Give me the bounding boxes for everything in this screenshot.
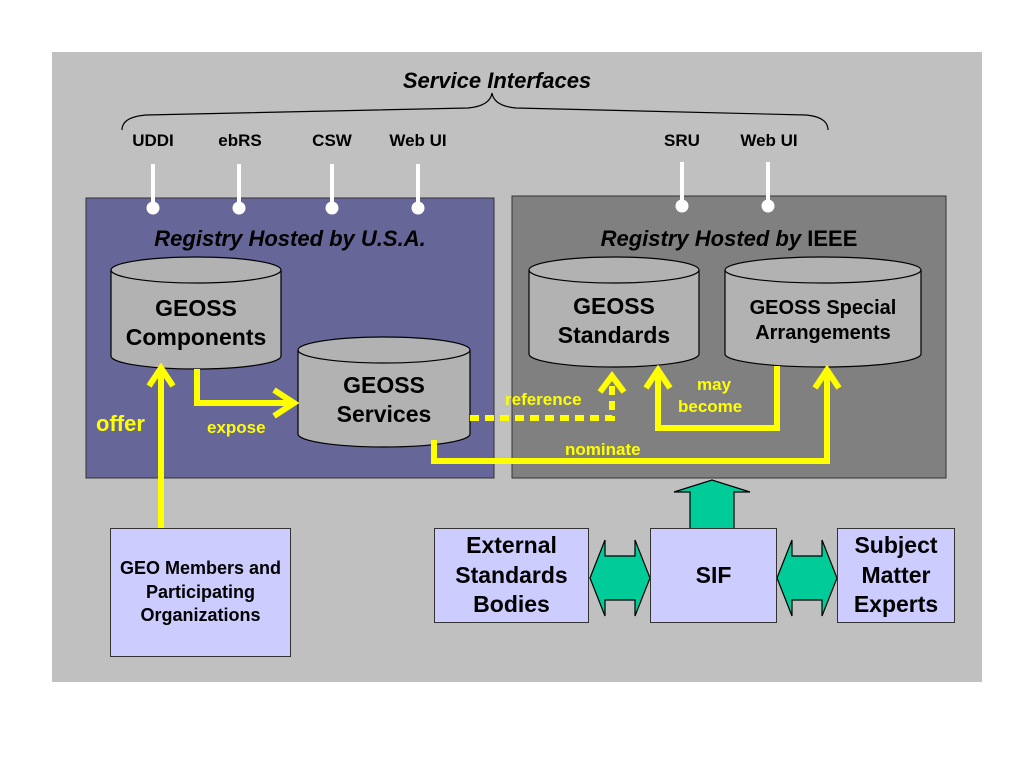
interface-label-ebrs: ebRS (218, 131, 262, 150)
interface-label-uddi: UDDI (132, 131, 174, 150)
cylinder-geoss-standards (528, 256, 700, 368)
interface-label-webui-left: Web UI (389, 131, 447, 150)
interface-label-webui-right: Web UI (740, 131, 798, 150)
subject-matter-experts-label: Subject Matter Experts (853, 531, 939, 618)
subject-matter-experts-box: Subject Matter Experts (837, 528, 955, 623)
geo-members-label: GEO Members and Participating Organizati… (119, 558, 282, 626)
external-standards-box: External Standards Bodies (434, 528, 589, 623)
reference-label: reference (505, 390, 582, 409)
external-standards-label: External Standards Bodies (455, 531, 568, 618)
connector-ebrs (232, 164, 246, 215)
connector-webui-right (761, 162, 775, 213)
offer-label: offer (96, 411, 145, 436)
connector-uddi (146, 164, 160, 215)
registry-ieee-title-org: IEEE (807, 226, 858, 251)
expose-label: expose (207, 418, 266, 437)
geo-members-box: GEO Members and Participating Organizati… (110, 528, 291, 657)
cylinder-geoss-special (724, 256, 922, 368)
become-label: become (678, 397, 743, 416)
nominate-label: nominate (565, 440, 641, 459)
interface-label-csw: CSW (312, 131, 352, 150)
connector-sru (675, 162, 689, 213)
may-become-arrow (643, 364, 780, 431)
connector-webui-left (411, 164, 425, 215)
sif-label: SIF (695, 562, 732, 588)
registry-usa-title: Registry Hosted by U.S.A. (154, 226, 426, 251)
may-label: may (697, 375, 732, 394)
interface-label-sru: SRU (664, 131, 700, 150)
registry-ieee-title: Registry Hosted by IEEE (512, 226, 946, 252)
interface-connectors (146, 162, 775, 215)
nominate-arrow (431, 364, 842, 464)
interfaces-brace (121, 92, 829, 131)
geoss-services-label: GEOSS Services (336, 372, 432, 427)
geoss-standards-label: GEOSS Standards (557, 293, 671, 348)
service-interfaces-title: Service Interfaces (402, 68, 592, 93)
cylinder-geoss-components (110, 256, 282, 370)
sif-up-arrow (673, 479, 751, 531)
cylinder-geoss-services (297, 336, 471, 448)
geoss-special-label: GEOSS Special Arrangements (749, 297, 897, 344)
sif-sme-double-arrow (776, 539, 838, 617)
registry-ieee-title-italic: Registry Hosted by (600, 226, 802, 251)
connector-csw (325, 164, 339, 215)
expose-arrow (194, 369, 300, 419)
reference-arrow (470, 371, 627, 421)
sif-box: SIF (650, 528, 777, 623)
geoss-components-label: GEOSS Components (125, 295, 267, 350)
external-sif-double-arrow (589, 539, 651, 617)
offer-arrow (146, 362, 176, 528)
